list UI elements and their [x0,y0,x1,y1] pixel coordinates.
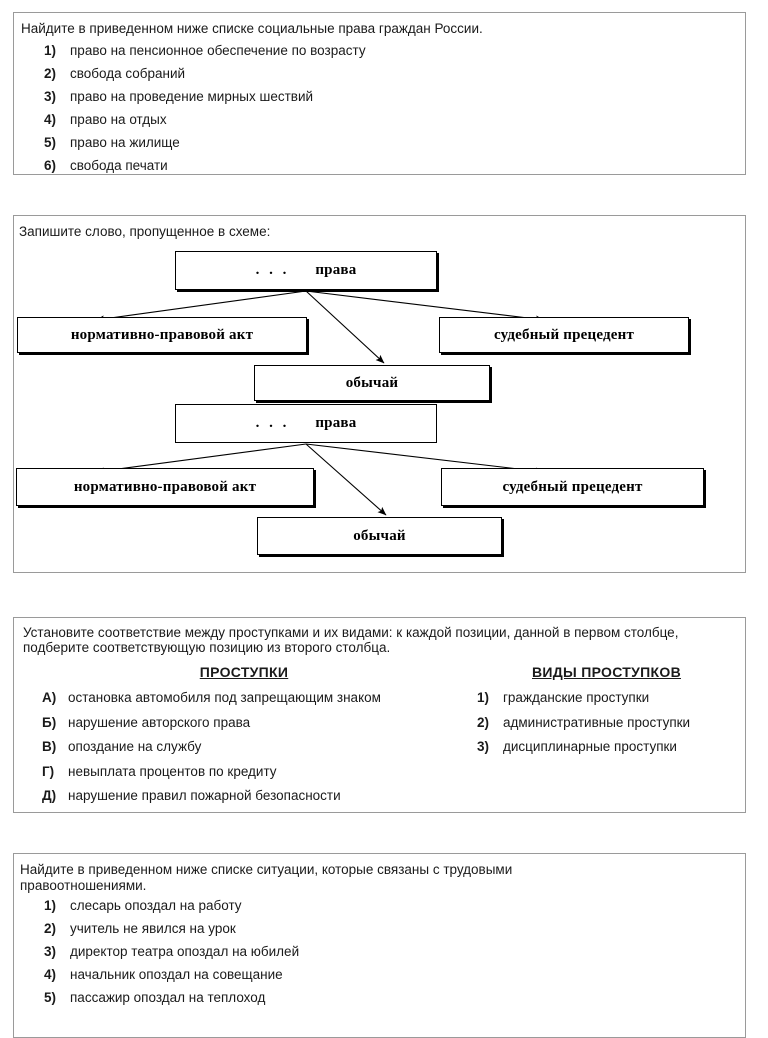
list-item-marker: 1) [44,43,57,58]
list-item: Б) нарушение авторского права [42,715,381,740]
task-social-rights-panel: Найдите в приведенном ниже списке социал… [13,12,746,175]
task-matching-panel: Установите соответствие между проступкам… [13,617,746,813]
list-item: 3) дисциплинарные проступки [477,739,690,764]
list-item-label: дисциплинарные проступки [503,739,677,754]
list-item: 1) гражданские проступки [477,690,690,715]
list-item: 3) директор театра опоздал на юбилей [44,944,299,967]
scheme2-left-box: нормативно-правовой акт [16,468,314,506]
task-scheme-panel: Запишите слово, пропущенное в схеме: . .… [13,215,746,573]
list-item-marker: 5) [44,990,57,1005]
list-item: 1) право на пенсионное обеспечение по во… [44,43,366,66]
list-item-marker: В) [42,739,57,754]
list-item-marker: 3) [477,739,490,754]
list-item-label: опоздание на службу [68,739,202,754]
list-item-marker: 5) [44,135,57,150]
task-social-rights-prompt: Найдите в приведенном ниже списке социал… [21,21,483,36]
scheme1-root-label: права [315,262,357,278]
list-item-label: право на отдых [70,112,167,127]
list-item-marker: А) [42,690,57,705]
list-item: 5) пассажир опоздал на теплоход [44,990,299,1013]
scheme2-root-ellipsis: . . . [255,415,290,431]
list-item-label: начальник опоздал на совещание [70,967,283,982]
scheme2-bottom-box: обычай [257,517,502,555]
list-item-label: административные проступки [503,714,691,730]
matching-left-list: А) остановка автомобиля под запрещающим … [42,690,381,813]
list-item-label: невыплата процентов по кредиту [68,763,277,779]
list-item-marker: 2) [44,921,57,936]
list-item: Г) невыплата процентов по кредиту [42,764,381,789]
scheme2-left-label: нормативно-правовой акт [73,478,257,495]
list-item-label: остановка автомобиля под запрещающим зна… [68,690,381,705]
matching-right-list: 1) гражданские проступки 2) администрати… [477,690,690,764]
list-item-marker: Г) [42,763,55,779]
list-item-label: право на проведение мирных шествий [70,89,314,104]
scheme1-right-box: судебный прецедент [439,317,689,353]
list-item: 1) слесарь опоздал на работу [44,898,299,921]
list-item: 6) свобода печати [44,158,366,181]
task-labour-situations-prompt: Найдите в приведенном ниже списке ситуац… [20,862,513,893]
list-item-label: учитель не явился на урок [70,921,236,936]
list-item-label: свобода собраний [70,66,186,81]
scheme2-right-box: судебный прецедент [441,468,704,506]
scheme1-root-box: . . . права [175,251,437,290]
scheme1-bottom-box: обычай [254,365,490,401]
list-item-label: право на пенсионное обеспечение по возра… [70,43,366,58]
list-item: А) остановка автомобиля под запрещающим … [42,690,381,715]
task-labour-situations-panel: Найдите в приведенном ниже списке ситуац… [13,853,746,1038]
scheme1-left-label: нормативно-правовой акт [70,326,254,343]
list-item-marker: 4) [44,967,57,982]
task-social-rights-list: 1) право на пенсионное обеспечение по во… [44,43,366,181]
list-item-label: право на жилище [70,135,180,150]
list-item: 5) право на жилище [44,135,366,158]
list-item-marker: Б) [42,714,57,730]
list-item-marker: 6) [44,158,57,173]
scheme2-root-box: . . . права [175,404,437,443]
list-item: 2) учитель не явился на урок [44,921,299,944]
list-item-label: директор театра опоздал на юбилей [70,944,300,959]
matching-left-header: ПРОСТУПКИ [199,664,289,680]
list-item-label: свобода печати [70,158,168,173]
list-item-marker: 3) [44,89,57,104]
scheme1-left-box: нормативно-правовой акт [17,317,307,353]
list-item-label: нарушение авторского права [68,714,251,730]
list-item-marker: Д) [42,788,57,803]
list-item: 3) право на проведение мирных шествий [44,89,366,112]
list-item-label: слесарь опоздал на работу [70,898,242,913]
scheme1-bottom-label: обычай [345,374,399,391]
scheme2-root-label: права [315,415,357,431]
list-item: 4) начальник опоздал на совещание [44,967,299,990]
list-item-marker: 1) [44,898,57,913]
list-item-marker: 1) [477,690,490,705]
list-item-label: пассажир опоздал на теплоход [70,990,266,1005]
list-item-marker: 2) [44,66,57,81]
scheme2-bottom-label: обычай [353,527,406,544]
task-labour-situations-list: 1) слесарь опоздал на работу 2) учитель … [44,898,299,1013]
matching-right-header: ВИДЫ ПРОСТУПКОВ [532,664,681,680]
task-matching-prompt: Установите соответствие между проступкам… [23,625,679,655]
list-item-marker: 2) [477,714,490,730]
scheme1-right-label: судебный прецедент [493,326,635,343]
list-item: Д) нарушение правил пожарной безопасност… [42,788,381,813]
task-scheme-prompt: Запишите слово, пропущенное в схеме: [19,224,271,239]
list-item-marker: 3) [44,944,57,959]
list-item-label: гражданские проступки [503,690,650,705]
list-item: 4) право на отдых [44,112,366,135]
scheme1-root-ellipsis: . . . [255,262,290,278]
list-item-marker: 4) [44,112,57,127]
list-item-label: нарушение правил пожарной безопасности [68,788,341,803]
list-item: 2) свобода собраний [44,66,366,89]
list-item: В) опоздание на службу [42,739,381,764]
scheme2-right-label: судебный прецедент [502,478,643,495]
list-item: 2) административные проступки [477,715,690,740]
